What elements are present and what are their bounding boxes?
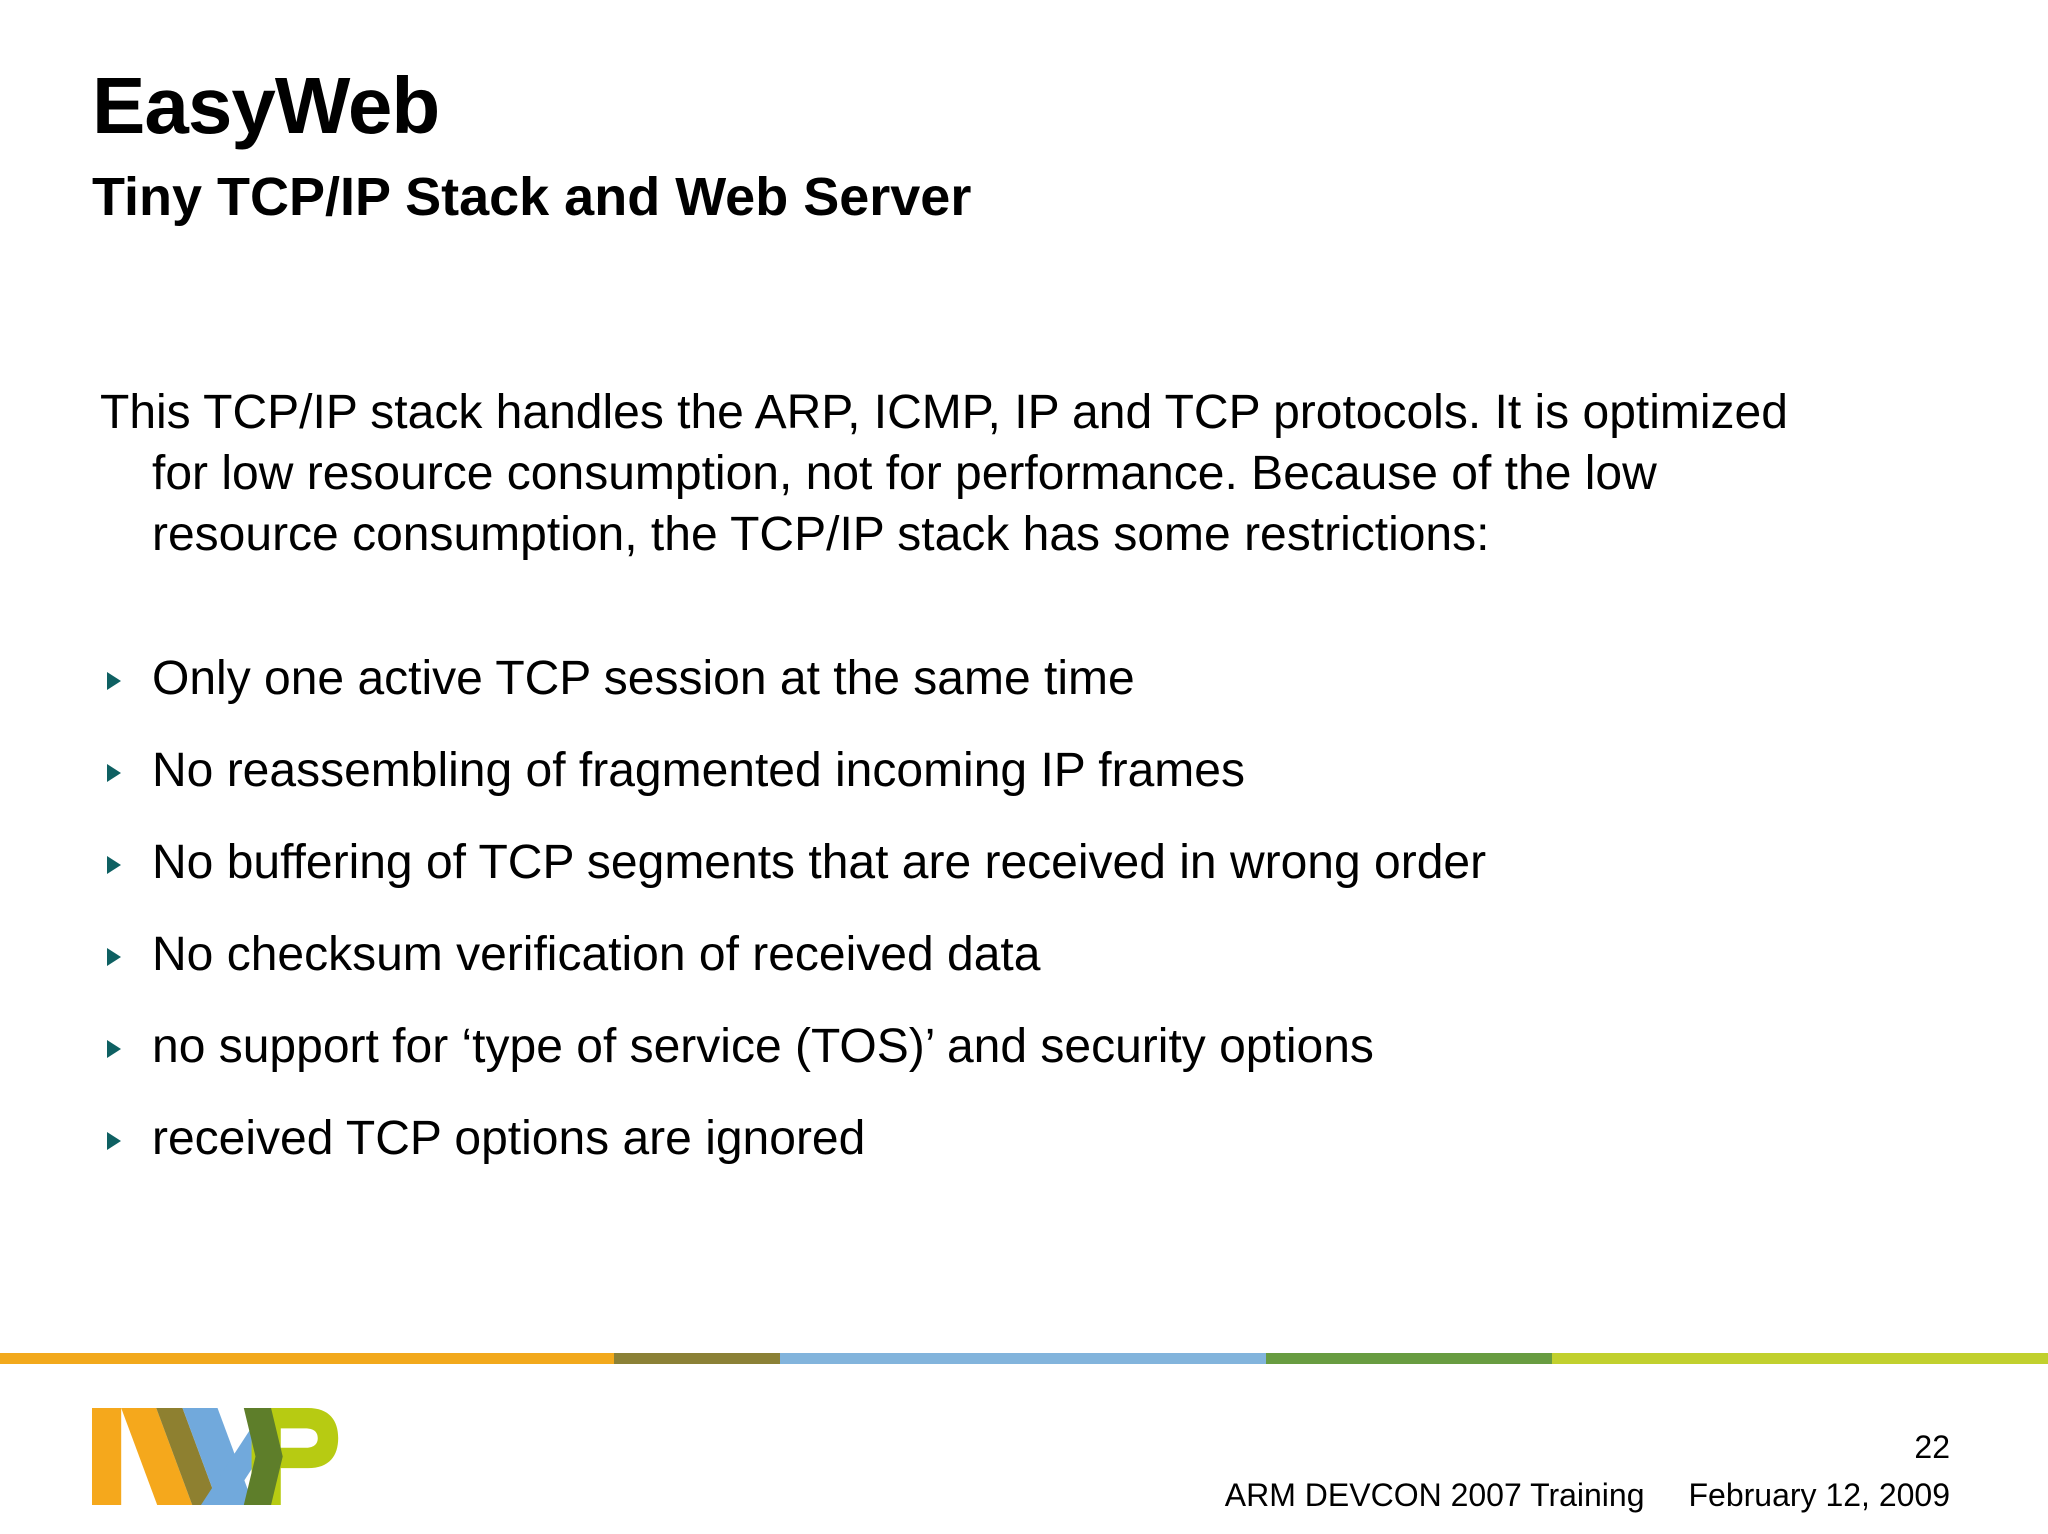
footer: ARM DEVCON 2007 Training February 12, 20… — [1225, 1478, 1950, 1512]
stripe-segment-orange — [0, 1353, 615, 1364]
footer-accent-stripe — [0, 1353, 2048, 1364]
stripe-segment-olive — [614, 1353, 781, 1364]
bullet-triangle-icon — [107, 1132, 121, 1150]
bullet-triangle-icon — [107, 764, 121, 782]
stripe-segment-lime — [1552, 1353, 2048, 1364]
page-subtitle: Tiny TCP/IP Stack and Web Server — [92, 167, 972, 227]
bullet-triangle-icon — [107, 856, 121, 874]
nxp-logo-icon — [92, 1408, 339, 1505]
bullet-label: No reassembling of fragmented incoming I… — [152, 744, 1245, 797]
bullet-label: Only one active TCP session at the same … — [152, 652, 1135, 705]
paragraph-line: resource consumption, the TCP/IP stack h… — [152, 508, 1490, 561]
page-number: 22 — [1914, 1429, 1950, 1465]
bullet-label: No checksum verification of received dat… — [152, 928, 1041, 981]
footer-date-label: February 12, 2009 — [1688, 1477, 1951, 1513]
list-item: No checksum verification of received dat… — [0, 926, 2048, 1018]
bullet-list: Only one active TCP session at the same … — [0, 650, 2048, 1202]
bullet-label: no support for ‘type of service (TOS)’ a… — [152, 1020, 1374, 1073]
bullet-triangle-icon — [107, 948, 121, 966]
bullet-label: No buffering of TCP segments that are re… — [152, 836, 1487, 889]
bullet-triangle-icon — [107, 672, 121, 690]
paragraph-line: This TCP/IP stack handles the ARP, ICMP,… — [100, 386, 1788, 439]
list-item: received TCP options are ignored — [0, 1110, 2048, 1202]
list-item: No buffering of TCP segments that are re… — [0, 834, 2048, 926]
footer-training-label: ARM DEVCON 2007 Training — [1224, 1477, 1645, 1513]
list-item: no support for ‘type of service (TOS)’ a… — [0, 1018, 2048, 1110]
stripe-segment-blue — [780, 1353, 1266, 1364]
bullet-triangle-icon — [107, 1040, 121, 1058]
page-title: EasyWeb — [92, 61, 440, 150]
list-item: No reassembling of fragmented incoming I… — [0, 742, 2048, 834]
intro-paragraph: This TCP/IP stack handles the ARP, ICMP,… — [100, 382, 2010, 565]
bullet-label: received TCP options are ignored — [152, 1112, 866, 1165]
list-item: Only one active TCP session at the same … — [0, 650, 2048, 742]
stripe-segment-green — [1265, 1353, 1553, 1364]
paragraph-line: for low resource consumption, not for pe… — [152, 447, 1657, 500]
